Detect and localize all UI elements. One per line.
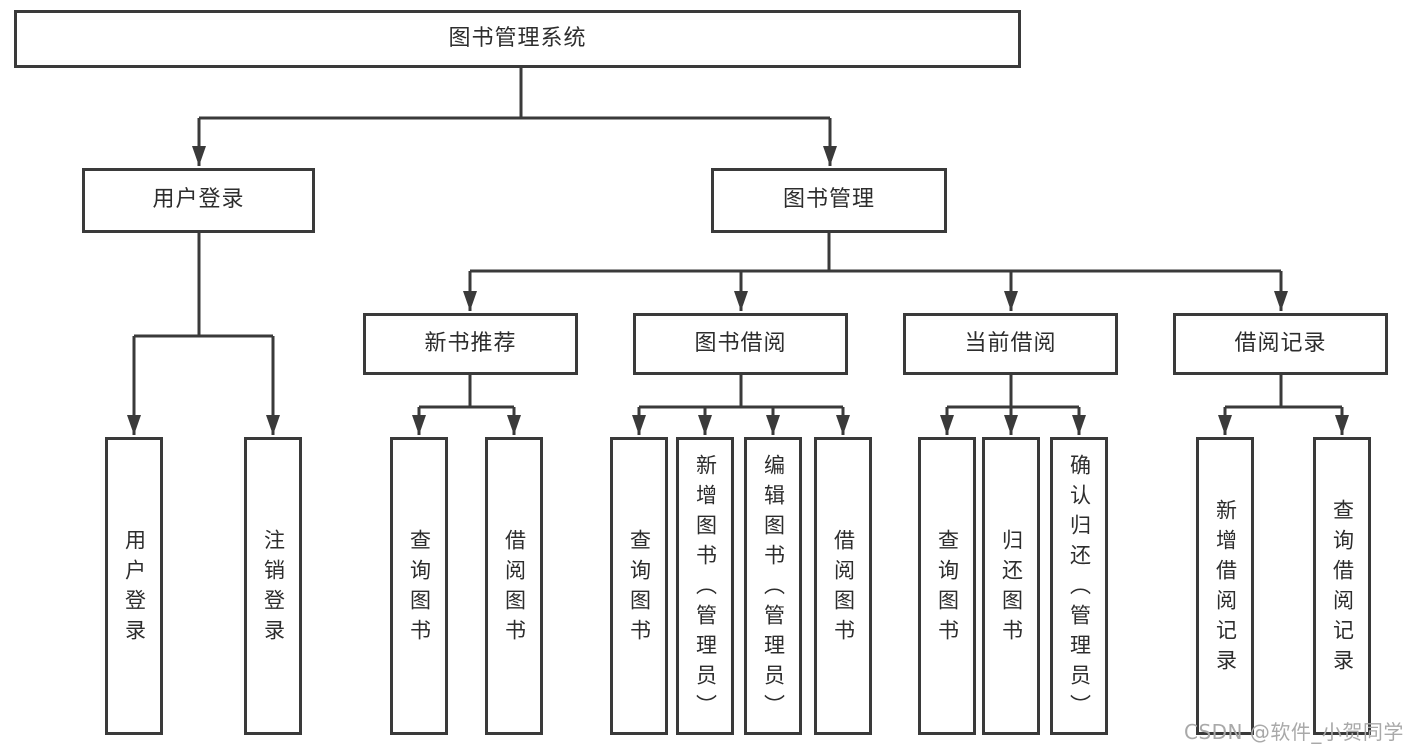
node-add-book-admin: 新增图书（管理员） [676, 437, 734, 735]
connector-book-borrowing-to-leaves [632, 375, 850, 435]
node-confirm-return-admin: 确认归还（管理员） [1050, 437, 1108, 735]
node-query-books-recommend: 查询图书 [390, 437, 448, 735]
node-user-login: 用户登录 [105, 437, 163, 735]
node-new-book-recommend: 新书推荐 [363, 313, 578, 375]
node-query-books-current: 查询图书 [918, 437, 976, 735]
node-book-management: 图书管理 [711, 168, 947, 233]
connector-current-borrowing-to-leaves [940, 375, 1086, 435]
node-logout: 注销登录 [244, 437, 302, 735]
node-borrow-books-borrowing: 借阅图书 [814, 437, 872, 735]
node-query-books-borrowing: 查询图书 [610, 437, 668, 735]
node-current-borrowing: 当前借阅 [903, 313, 1118, 375]
node-edit-book-admin: 编辑图书（管理员） [744, 437, 802, 735]
connector-new-book-to-leaves [412, 375, 521, 435]
node-add-borrow-record: 新增借阅记录 [1196, 437, 1254, 735]
connector-book-management-to-level3 [463, 233, 1288, 311]
node-return-book: 归还图书 [982, 437, 1040, 735]
node-query-borrow-record: 查询借阅记录 [1313, 437, 1371, 735]
csdn-watermark: CSDN @软件_小贺同学 [1184, 720, 1404, 744]
connector-user-login-to-leaves [127, 233, 280, 435]
node-borrow-books-recommend: 借阅图书 [485, 437, 543, 735]
connector-borrowing-records-to-leaves [1218, 375, 1349, 435]
node-library-management-system: 图书管理系统 [14, 10, 1021, 68]
node-user-login-group: 用户登录 [82, 168, 315, 233]
connector-root-to-level2 [192, 68, 837, 166]
node-book-borrowing: 图书借阅 [633, 313, 848, 375]
node-borrowing-records: 借阅记录 [1173, 313, 1388, 375]
